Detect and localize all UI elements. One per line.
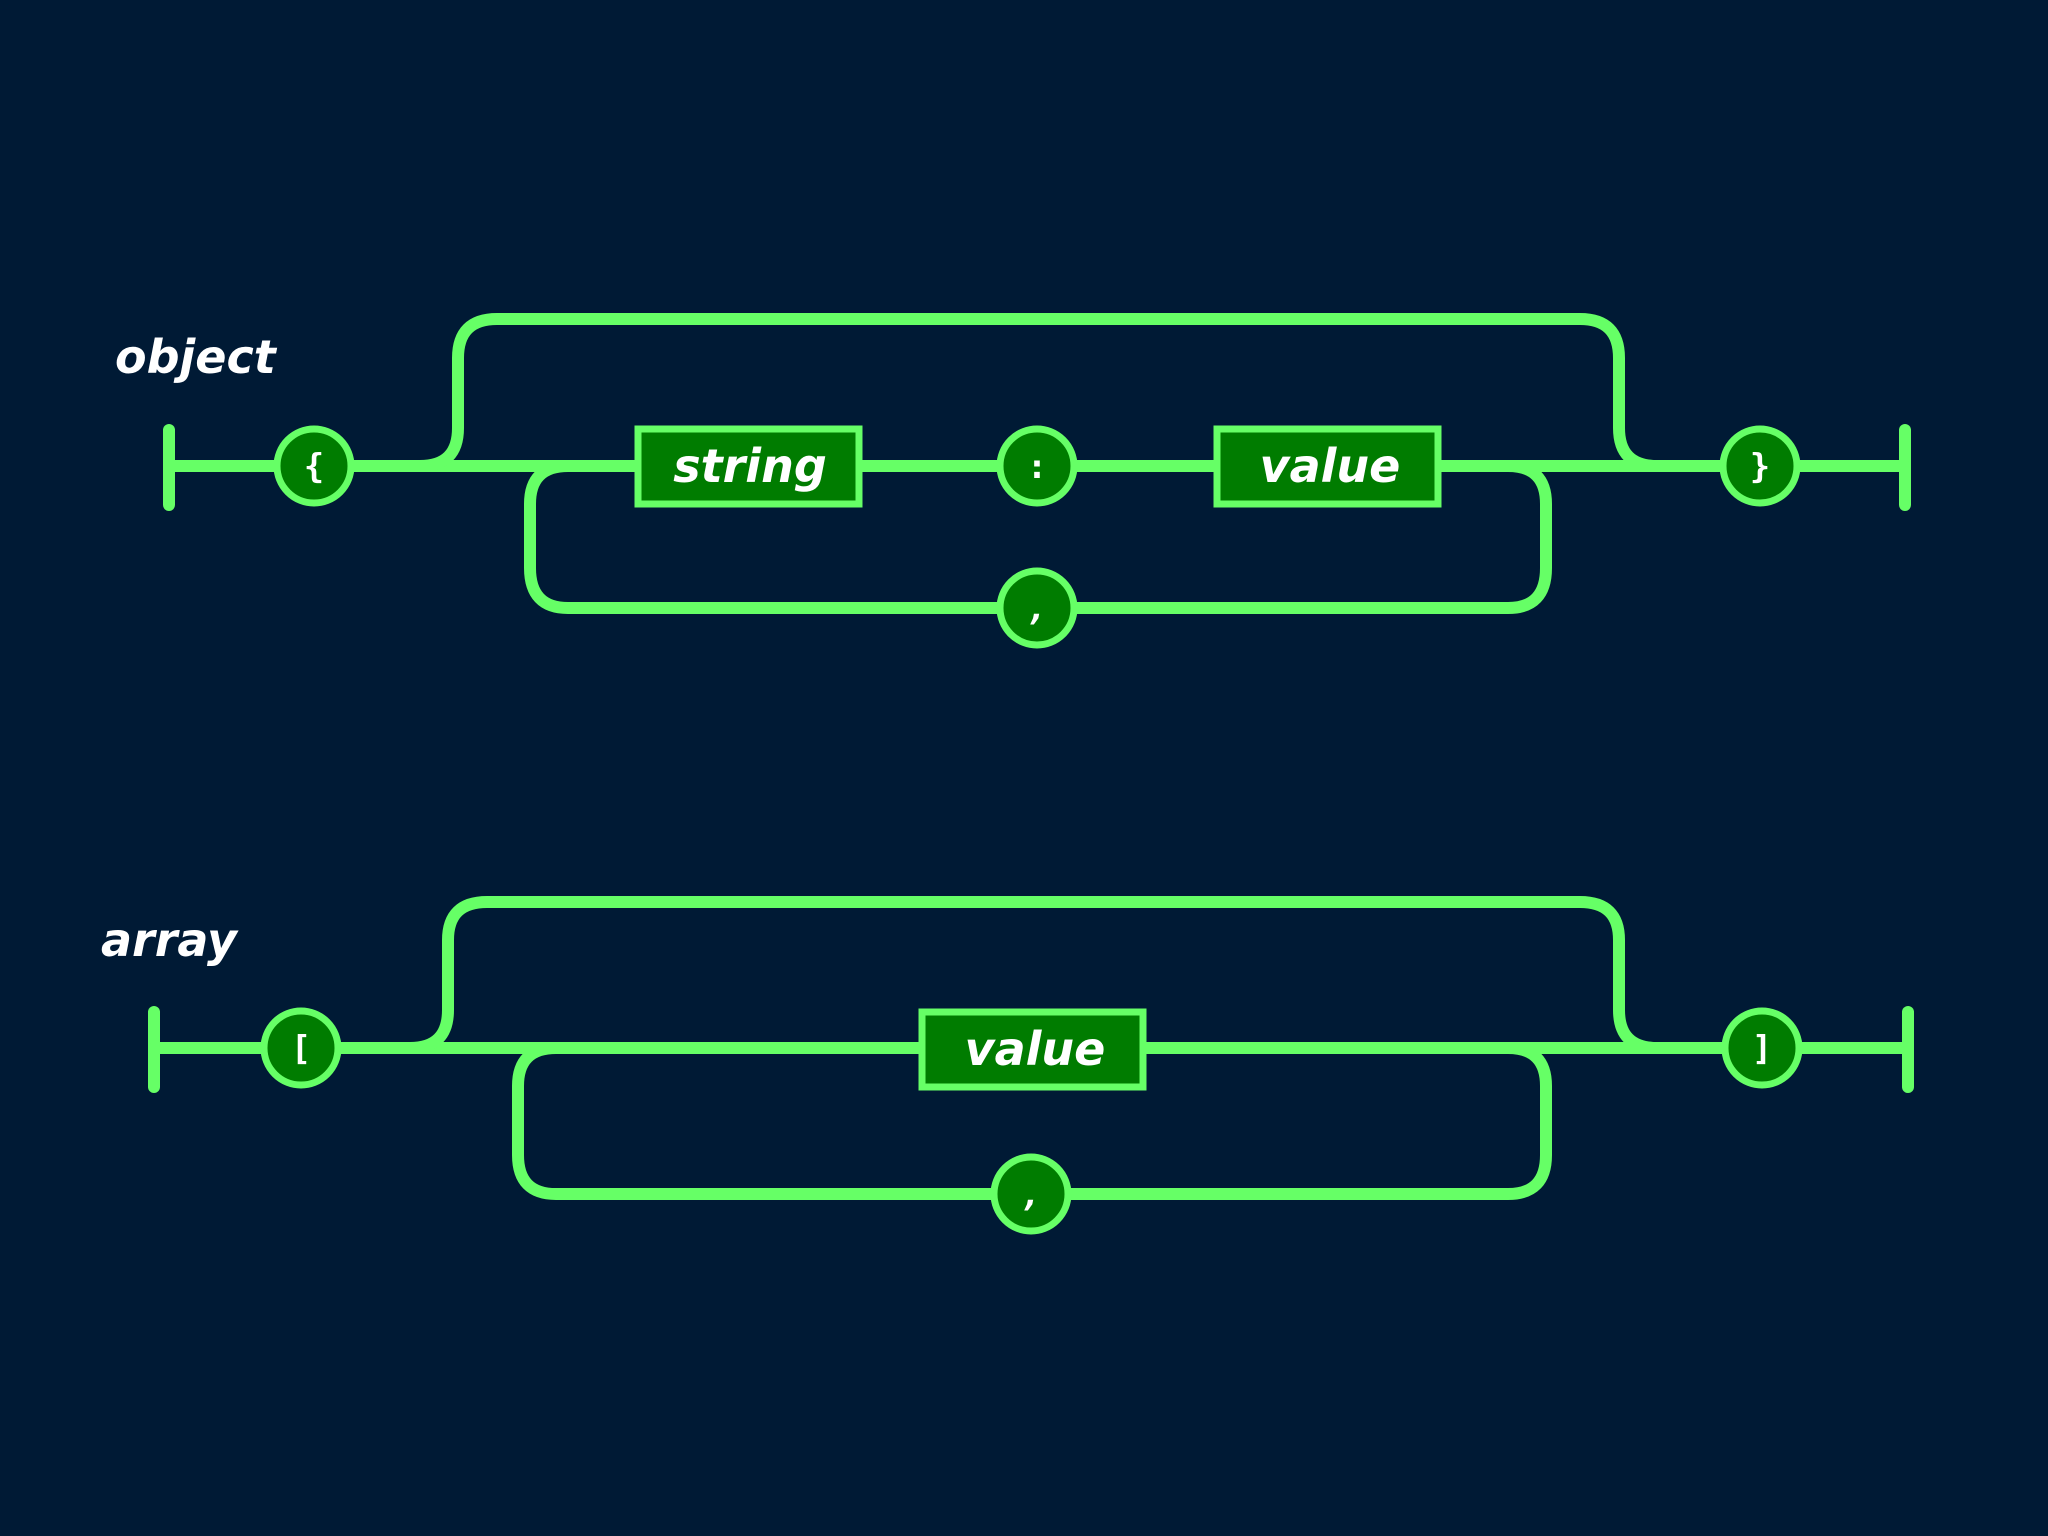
object-comma-node: [996, 567, 1078, 649]
object-value-label: value: [1260, 439, 1401, 493]
array-open-bracket-node: [260, 1007, 342, 1089]
array-comma-label: ,: [1021, 1175, 1041, 1215]
object-close-brace-label: }: [1750, 447, 1770, 487]
array-open-bracket-label: [: [291, 1029, 311, 1069]
array-diagram: array [ value , ]: [101, 896, 1914, 1235]
array-comma-node: [990, 1153, 1072, 1235]
array-close-bracket-node: [1721, 1007, 1803, 1089]
object-value-box: [1213, 425, 1442, 508]
array-title: array: [101, 913, 239, 967]
array-close-bracket-label: ]: [1752, 1029, 1772, 1069]
object-open-brace-node: [273, 425, 355, 507]
object-title: object: [115, 330, 278, 384]
object-open-brace-label: {: [304, 447, 324, 487]
object-colon-label: :: [1027, 447, 1047, 487]
object-comma-label: ,: [1027, 589, 1047, 629]
array-empty-bypass-track: [404, 896, 1663, 1054]
object-colon-node: [996, 425, 1078, 507]
object-repeat-loop-track: [524, 460, 1552, 614]
array-value-label: value: [965, 1022, 1106, 1076]
object-diagram: object { string : value , }: [115, 313, 1911, 649]
object-empty-bypass-track: [414, 313, 1663, 472]
object-string-box: [634, 425, 863, 508]
object-close-brace-node: [1719, 425, 1801, 507]
array-value-box: [918, 1008, 1147, 1091]
object-string-label: string: [673, 439, 827, 493]
array-repeat-loop-track: [512, 1042, 1552, 1200]
